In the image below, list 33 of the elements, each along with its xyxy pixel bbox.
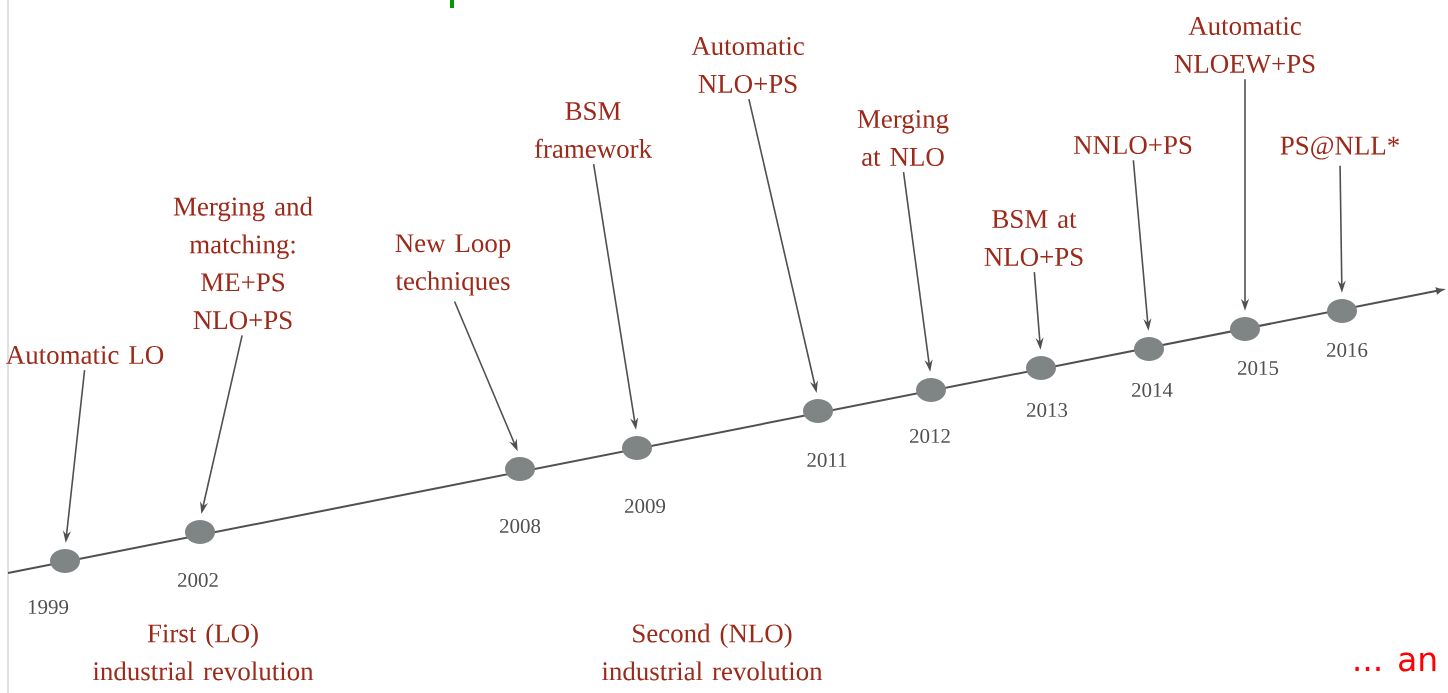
year-label: 2016 [1327,342,1368,358]
year-label: 2012 [910,428,950,444]
year-label: 2013 [1027,402,1068,418]
year-label: 2011 [807,452,847,468]
timeline-dot [505,457,535,481]
era-label: First (LO) industrial revolution [93,623,314,681]
year-label: 2008 [500,518,541,534]
year-label: 2009 [625,498,666,514]
timeline-dot [1230,317,1260,341]
timeline-dot [1026,356,1056,380]
milestone-label: PS@NLL* [1280,136,1399,160]
year-label: 2002 [178,572,218,588]
milestone-label: Automatic NLOEW+PS [1174,16,1315,74]
year-label: 2014 [1132,382,1173,398]
year-label: 1999 [28,599,69,614]
milestone-label: Merging and matching: ME+PS NLO+PS [173,196,313,330]
timeline-dot [803,399,833,423]
timeline-dot [916,378,946,402]
era-label: Second (NLO) industrial revolution [602,623,823,681]
year-label: 2015 [1238,360,1279,376]
timeline-dot [1134,337,1164,361]
milestone-label: Automatic NLO+PS [691,37,804,93]
timeline-dot [50,549,80,573]
milestone-label: New Loop techniques [395,234,511,296]
milestone-label: NNLO+PS [1073,135,1192,155]
milestone-label: BSM framework [534,102,652,158]
milestone-label: Merging at NLO [857,110,949,166]
timeline-dot [1327,299,1357,323]
timeline-dot [185,520,215,544]
timeline-dot [622,436,652,460]
milestone-label: BSM at NLO+PS [984,210,1083,266]
continuation-text: ... an [1355,652,1436,672]
milestone-label: Automatic LO [6,345,164,365]
